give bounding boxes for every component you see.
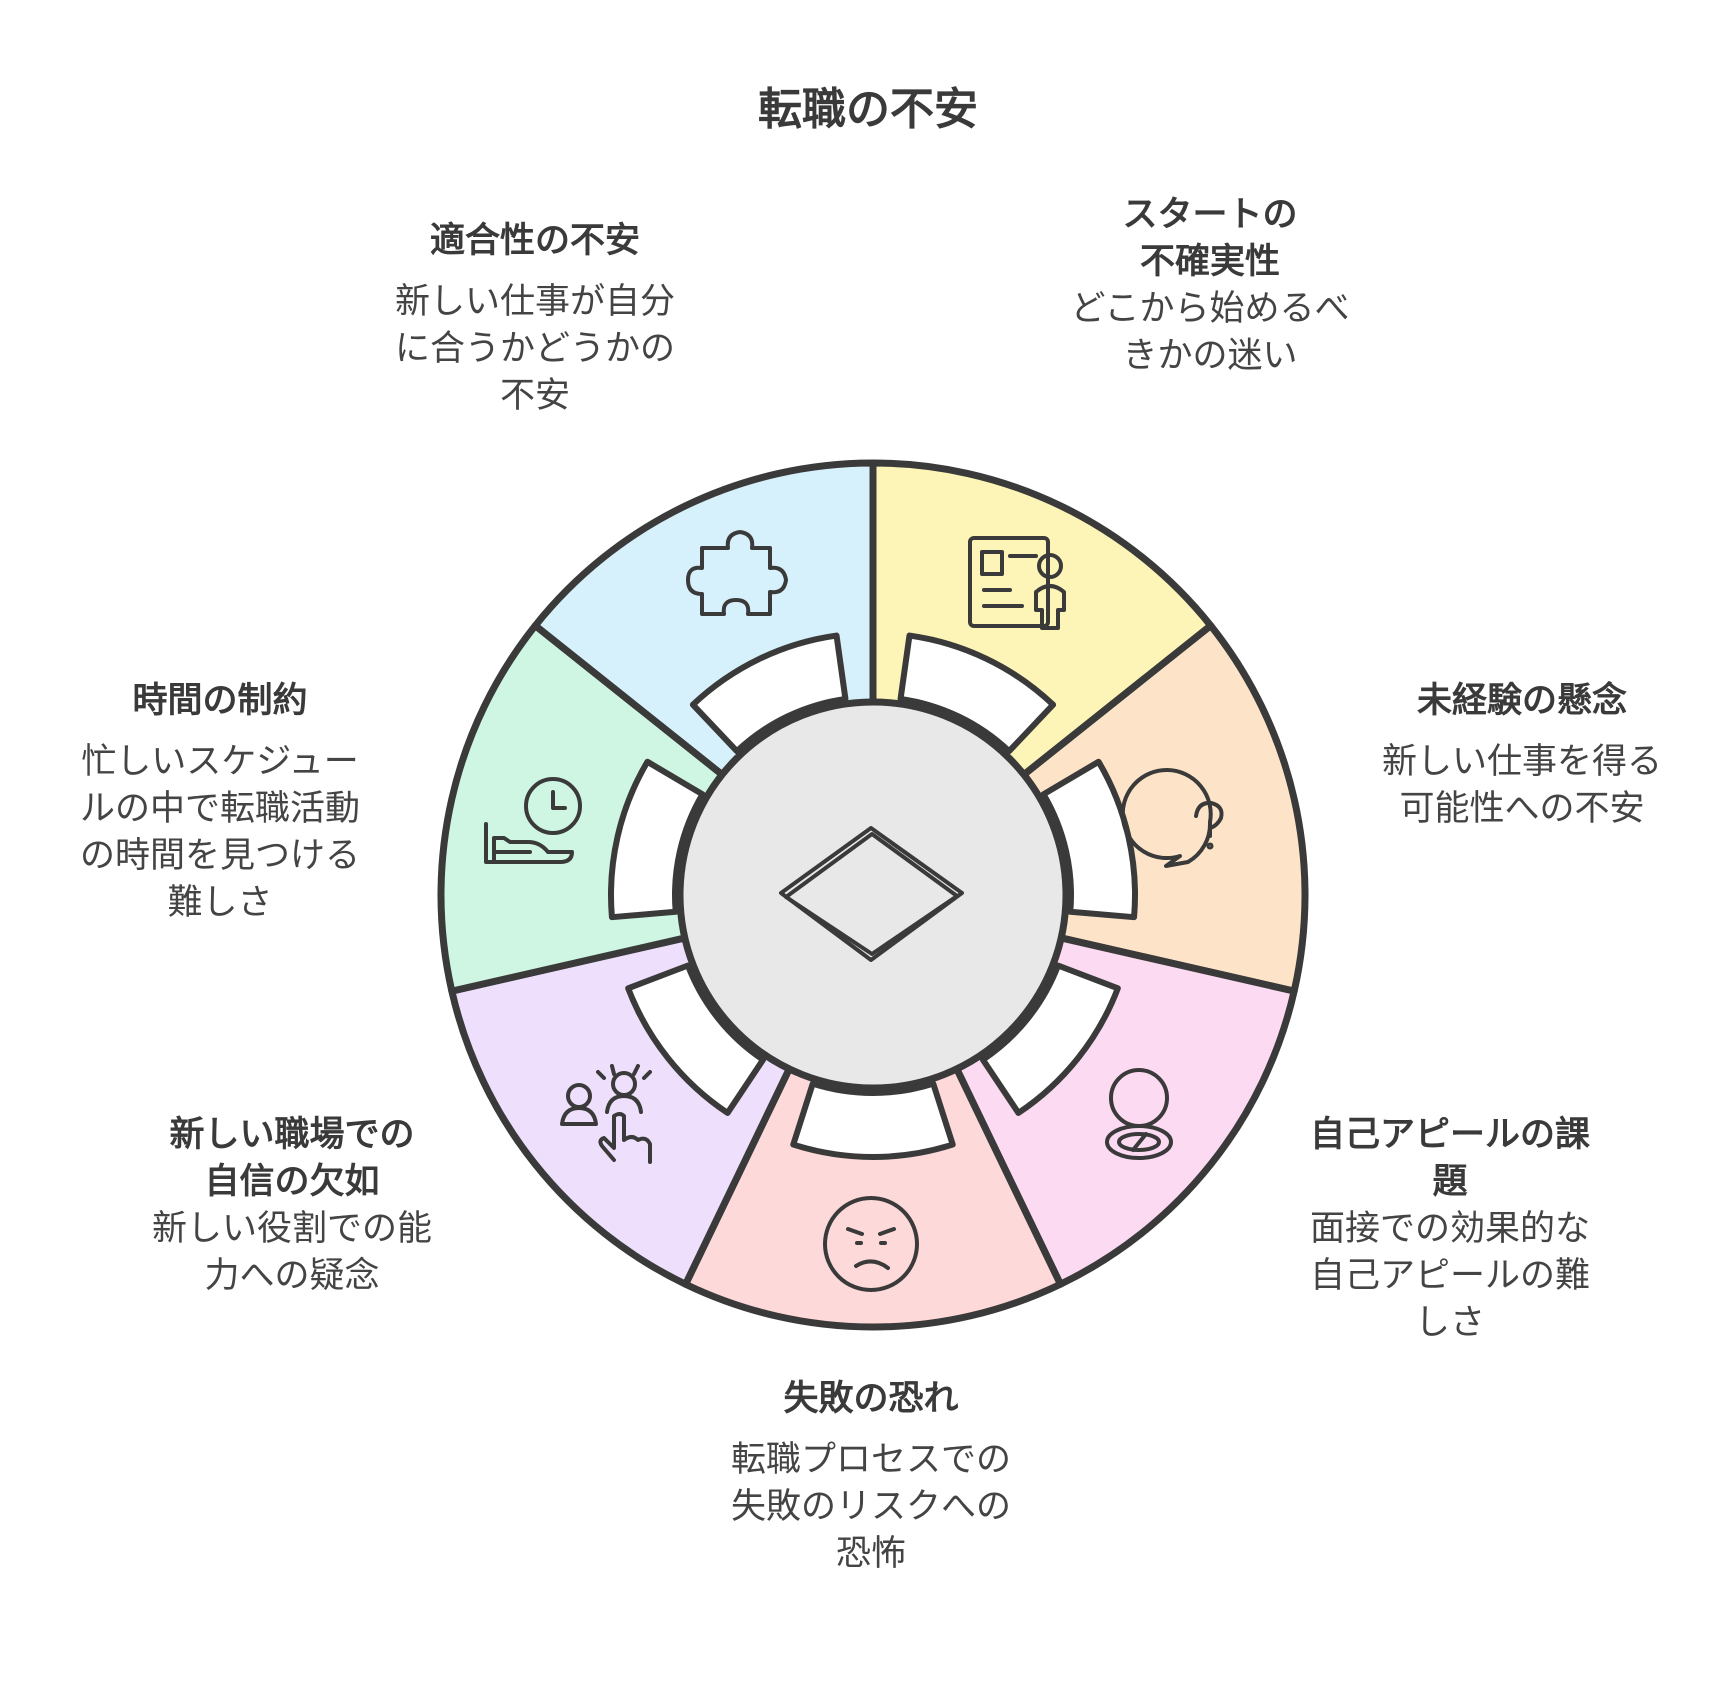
people-hand-icon xyxy=(560,1064,652,1164)
label-time: 時間の制約 忙しいスケジュー ルの中で転職活動 の時間を見つける 難しさ xyxy=(40,678,400,927)
resume-person-icon xyxy=(968,536,1066,630)
segment-description: 新しい仕事が自分 に合うかどうかの 不安 xyxy=(394,282,675,416)
clock-hand-icon xyxy=(484,777,582,864)
worried-face-icon xyxy=(823,1196,919,1292)
segment-description: 忙しいスケジュー ルの中で転職活動 の時間を見つける 難しさ xyxy=(79,742,360,923)
segment-heading: 未経験の懸念 xyxy=(1416,681,1627,721)
segment-description: 新しい仕事を得る 可能性への不安 xyxy=(1381,742,1662,829)
label-confidence: 新しい職場での 自信の欠如 新しい役割での能 力への疑念 xyxy=(112,1112,472,1300)
question-bubble-icon xyxy=(1120,768,1224,868)
compact-mirror-icon xyxy=(1105,1068,1173,1160)
inner-block-self-pr xyxy=(979,962,1121,1116)
segment-heading: 自己アピールの課 題 xyxy=(1309,1115,1590,1202)
segment-description: 転職プロセスでの 失敗のリスクへの 恐怖 xyxy=(730,1440,1011,1574)
center-hub xyxy=(676,698,1070,1092)
inner-block-confidence xyxy=(625,962,767,1116)
label-self-pr: 自己アピールの課 題 面接での効果的な 自己アピールの難 しさ xyxy=(1280,1112,1620,1347)
label-compat: 適合性の不安 新しい仕事が自分 に合うかどうかの 不安 xyxy=(340,218,730,420)
puzzle-icon xyxy=(686,530,788,616)
label-failure: 失敗の恐れ 転職プロセスでの 失敗のリスクへの 恐怖 xyxy=(686,1376,1056,1578)
inner-block-start xyxy=(897,632,1057,755)
segment-heading: 失敗の恐れ xyxy=(783,1379,959,1419)
segment-heading: 適合性の不安 xyxy=(429,221,640,261)
inner-block-time xyxy=(608,758,706,921)
page-title: 転職の不安 xyxy=(758,84,978,135)
diamond-icon xyxy=(779,826,964,962)
segment-description: どこから始めるべ きかの迷い xyxy=(1070,289,1350,376)
label-start: スタートの 不確実性 どこから始めるべ きかの迷い xyxy=(1040,192,1380,380)
segment-description: 面接での効果的な 自己アピールの難 しさ xyxy=(1309,1209,1590,1343)
label-experience: 未経験の懸念 新しい仕事を得る 可能性への不安 xyxy=(1342,678,1702,833)
segment-heading: 時間の制約 xyxy=(132,681,308,721)
inner-block-compat xyxy=(689,632,849,755)
inner-block-failure xyxy=(790,1080,956,1160)
segment-description: 新しい役割での能 力への疑念 xyxy=(151,1209,432,1296)
segment-heading: 新しい職場での 自信の欠如 xyxy=(169,1115,415,1202)
inner-block-experience xyxy=(1040,758,1138,921)
segment-heading: スタートの 不確実性 xyxy=(1122,195,1298,282)
